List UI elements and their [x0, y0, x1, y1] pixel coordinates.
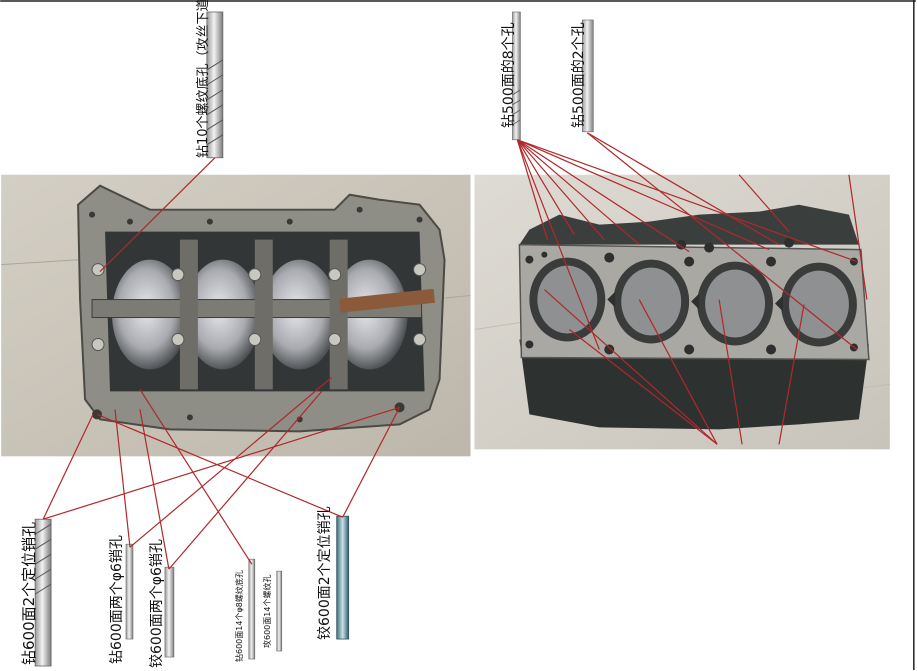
label-ream-600-face-pin-holes: 铰600面两个φ6销孔: [149, 539, 165, 668]
drill-bit-icon: [582, 19, 594, 133]
label-tap-600-face-thread-holes: 攻600面14个螺纹孔: [263, 574, 272, 648]
label-drill-500-face-8-holes: 钻500面的8个孔: [501, 22, 517, 128]
label-drill-tapping-holes: 钻10个螺纹底孔（攻丝下道工）: [196, 0, 211, 158]
label-drill-500-face-2-holes: 钻500面的2个孔: [571, 22, 587, 128]
label-ream-600-face-locating-holes: 铰600面2个定位销孔: [317, 506, 333, 640]
label-drill-600-face-thread-holes: 钻600面14个φ8螺纹底孔: [235, 570, 244, 662]
drill-bit-icon: [248, 558, 256, 660]
tap-icon: [276, 570, 283, 652]
leader-lines: [42, 132, 868, 570]
block-bottom-photo: [1, 174, 471, 457]
reamer-icon: [336, 515, 350, 640]
label-drill-600-face-pin-holes: 钻600面两个φ6销孔: [109, 535, 125, 664]
block-top-photo: [474, 174, 890, 450]
label-drill-600-face-locating-holes: 钻600面2个定位销孔: [20, 521, 38, 665]
drill-bit-icon: [512, 11, 521, 141]
reamer-icon: [164, 566, 175, 658]
drill-bit-icon: [125, 543, 134, 640]
